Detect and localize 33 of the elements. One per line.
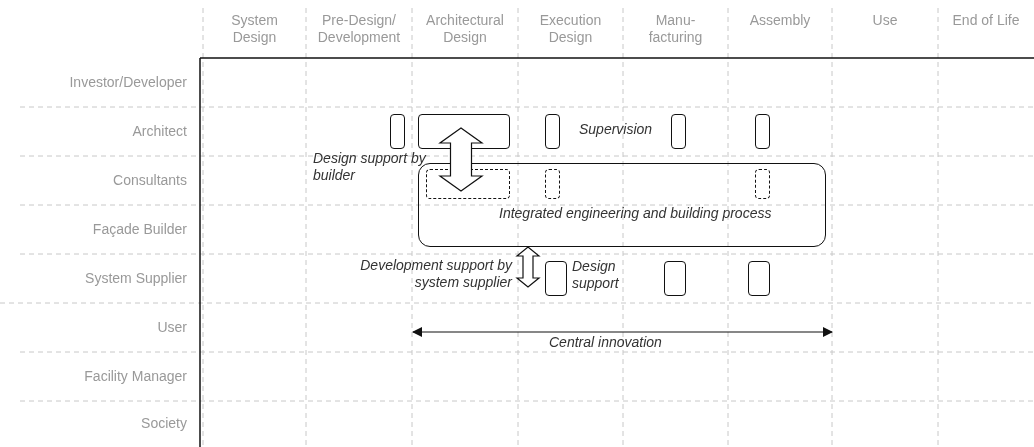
dashed-box — [544, 168, 560, 199]
column-header: End of Life — [951, 12, 1021, 29]
double-arrow — [515, 246, 541, 288]
column-header: System Design — [230, 12, 279, 46]
column-header: Assembly — [748, 12, 812, 29]
row-header: System Supplier — [84, 269, 187, 287]
edge-label: Development support by system supplier — [359, 257, 512, 291]
row-header: Society — [140, 415, 187, 432]
activity-box — [545, 114, 560, 149]
dashed-box — [754, 168, 770, 199]
box-caption: Design support — [572, 258, 620, 292]
span-label: Central innovation — [549, 334, 662, 351]
activity-box — [545, 261, 567, 296]
row-header: User — [156, 318, 187, 336]
column-header: Manu- facturing — [647, 12, 704, 46]
activity-box — [390, 114, 405, 149]
column-header: Architectural Design — [425, 12, 505, 46]
activity-box — [671, 114, 686, 149]
activity-box — [748, 261, 770, 296]
row-header: Consultants — [112, 171, 187, 189]
activity-box — [755, 114, 770, 149]
row-header: Facility Manager — [83, 367, 187, 385]
row-header: Investor/Developer — [68, 73, 187, 91]
edge-label: Design support by builder — [313, 150, 428, 184]
row-header: Architect — [131, 122, 187, 140]
process-label: Integrated engineering and building process — [499, 205, 772, 222]
column-header: Use — [871, 12, 899, 29]
double-arrow — [438, 127, 484, 192]
note-text: Supervision — [579, 121, 653, 138]
activity-box — [664, 261, 686, 296]
column-header: Execution Design — [538, 12, 603, 46]
column-header: Pre-Design/ Development — [316, 12, 402, 46]
row-header: Façade Builder — [91, 220, 187, 238]
